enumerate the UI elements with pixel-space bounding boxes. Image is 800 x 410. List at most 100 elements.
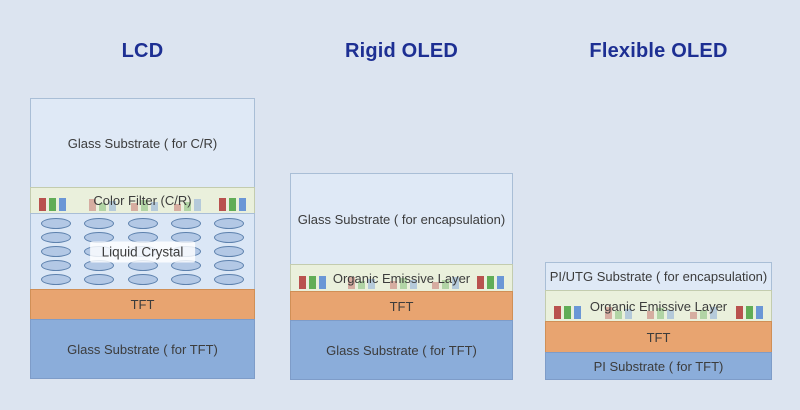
rigid-layer-glass-substrate-tft: Glass Substrate ( for TFT)	[290, 320, 513, 380]
subpixel-bars-faint	[348, 277, 376, 289]
green-subpixel-bar	[98, 203, 106, 211]
liquid-crystal-molecule	[214, 274, 244, 285]
blue-subpixel-bar	[624, 309, 632, 319]
flexible-layer-tft: TFT	[545, 321, 772, 353]
red-subpixel-bar	[173, 204, 181, 211]
red-subpixel-bar	[299, 276, 306, 289]
liquid-crystal-molecule	[41, 260, 71, 271]
green-subpixel-bar	[49, 198, 56, 211]
subpixel-bars-faint	[647, 308, 675, 319]
red-subpixel-bar	[736, 306, 743, 319]
red-subpixel-bar	[477, 276, 484, 289]
green-subpixel-bar	[400, 278, 408, 289]
layer-label: PI/UTG Substrate ( for encapsulation)	[549, 269, 768, 284]
red-subpixel-bar	[554, 306, 561, 319]
rigid-layer-tft: TFT	[290, 291, 513, 321]
rgb-subpixel-bars	[219, 198, 246, 211]
red-subpixel-bar	[432, 282, 440, 289]
blue-subpixel-bar	[497, 276, 504, 289]
column-title-lcd: LCD	[121, 40, 164, 62]
rgb-subpixel-bars	[477, 276, 504, 289]
green-subpixel-bar	[442, 280, 450, 289]
liquid-crystal-molecule	[84, 218, 115, 229]
blue-subpixel-bar	[756, 306, 763, 319]
subpixel-bars-faint	[604, 307, 632, 319]
blue-subpixel-bar	[319, 276, 326, 289]
green-subpixel-bar	[358, 281, 366, 289]
subpixel-bars-faint	[88, 199, 116, 211]
flexible-oled-stack: PI/UTG Substrate ( for encapsulation) Or…	[545, 262, 772, 380]
layer-label: Glass Substrate ( for C/R)	[67, 135, 218, 151]
green-subpixel-bar	[141, 200, 149, 211]
blue-subpixel-bar	[59, 198, 66, 211]
green-subpixel-bar	[183, 202, 191, 211]
liquid-crystal-molecule	[41, 232, 71, 243]
red-subpixel-bar	[219, 198, 226, 211]
layer-label: TFT	[130, 297, 155, 312]
subpixel-bars-faint	[432, 277, 460, 289]
subpixel-bars-faint	[390, 278, 418, 289]
liquid-crystal-column	[41, 218, 71, 285]
blue-subpixel-bar	[193, 199, 201, 211]
layer-label: Glass Substrate ( for TFT)	[67, 341, 218, 357]
green-subpixel-bar	[487, 276, 494, 289]
red-subpixel-bar	[390, 281, 398, 289]
green-subpixel-bar	[700, 310, 707, 319]
subpixel-bars-faint	[173, 199, 201, 211]
flexible-layer-pi-utg-substrate-encapsulation: PI/UTG Substrate ( for encapsulation)	[545, 262, 772, 291]
red-subpixel-bar	[88, 199, 96, 211]
lcd-layer-liquid-crystal: Liquid Crystal	[30, 213, 255, 290]
green-subpixel-bar	[564, 306, 571, 319]
red-subpixel-bar	[348, 277, 356, 289]
liquid-crystal-molecule	[214, 232, 244, 243]
blue-subpixel-bar	[108, 201, 116, 211]
layer-label: Glass Substrate ( for encapsulation)	[297, 211, 506, 227]
layer-label: Liquid Crystal	[89, 241, 196, 262]
layer-label: PI Substrate ( for TFT)	[593, 358, 724, 374]
rigid-layer-glass-substrate-encapsulation: Glass Substrate ( for encapsulation)	[290, 173, 513, 265]
layer-label: TFT	[646, 329, 671, 345]
liquid-crystal-molecule	[214, 246, 244, 257]
liquid-crystal-molecule	[170, 218, 201, 229]
layer-label: Color Filter (C/R)	[93, 193, 192, 208]
liquid-crystal-column	[214, 218, 244, 285]
liquid-crystal-molecule	[41, 246, 71, 257]
lcd-layer-color-filter: Color Filter (C/R)	[30, 187, 255, 214]
red-subpixel-bar	[647, 311, 655, 319]
red-subpixel-bar	[131, 203, 139, 211]
liquid-crystal-molecule	[214, 260, 244, 271]
liquid-crystal-molecule	[84, 274, 115, 285]
blue-subpixel-bar	[574, 306, 581, 319]
red-subpixel-bar	[39, 198, 46, 211]
blue-subpixel-bar	[368, 279, 376, 289]
blue-subpixel-bar	[410, 280, 418, 289]
green-subpixel-bar	[657, 308, 665, 319]
rgb-subpixel-bars	[736, 306, 763, 319]
red-subpixel-bar	[604, 307, 612, 319]
subpixel-bars-faint	[131, 200, 159, 211]
blue-subpixel-bar	[667, 310, 675, 319]
green-subpixel-bar	[746, 306, 753, 319]
lcd-layer-glass-substrate-tft: Glass Substrate ( for TFT)	[30, 319, 255, 379]
green-subpixel-bar	[614, 311, 622, 319]
blue-subpixel-bar	[239, 198, 246, 211]
column-title-flexible-oled: Flexible OLED	[589, 40, 728, 62]
layer-label: Glass Substrate ( for TFT)	[326, 342, 477, 358]
layer-label: TFT	[389, 298, 414, 314]
liquid-crystal-molecule	[41, 218, 71, 229]
liquid-crystal-molecule	[170, 274, 201, 285]
blue-subpixel-bar	[151, 202, 159, 211]
lcd-layer-tft: TFT	[30, 289, 255, 320]
rigid-oled-stack: Glass Substrate ( for encapsulation) Org…	[290, 173, 513, 380]
blue-subpixel-bar	[710, 307, 717, 319]
green-subpixel-bar	[309, 276, 316, 289]
rgb-subpixel-bars	[299, 276, 326, 289]
rigid-layer-organic-emissive: Organic Emissive Layer	[290, 264, 513, 292]
layer-label: Organic Emissive Layer	[332, 270, 471, 286]
liquid-crystal-molecule	[41, 274, 71, 285]
blue-subpixel-bar	[452, 277, 460, 289]
liquid-crystal-molecule	[127, 274, 158, 285]
red-subpixel-bar	[690, 312, 697, 319]
subpixel-bars-faint	[690, 307, 717, 319]
